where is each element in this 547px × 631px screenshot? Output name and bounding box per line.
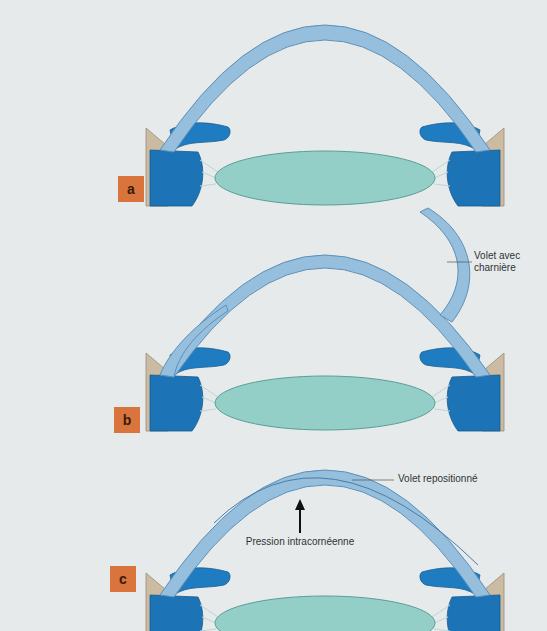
panel-c bbox=[146, 470, 504, 631]
flap-edge bbox=[160, 305, 228, 377]
panel-letter-box: c bbox=[110, 566, 136, 592]
panel-a bbox=[146, 25, 504, 206]
panel-letter: b bbox=[123, 413, 132, 427]
arrow-head bbox=[295, 499, 305, 510]
leader-line bbox=[447, 262, 472, 263]
panel-letter: c bbox=[119, 572, 127, 586]
pressure-arrow bbox=[299, 508, 301, 533]
panel-letter: a bbox=[127, 182, 135, 196]
panel-b bbox=[146, 255, 504, 431]
corneal-stroma bbox=[160, 255, 490, 377]
panel-letter-box: a bbox=[118, 176, 144, 202]
cornea bbox=[160, 25, 490, 152]
leader-line bbox=[352, 480, 394, 481]
cornea bbox=[160, 470, 490, 597]
callout-label: Volet avec charnière bbox=[472, 250, 544, 274]
callout-label: Pression intracornéenne bbox=[244, 536, 356, 548]
corneal-flap bbox=[420, 208, 470, 322]
flap-interface bbox=[214, 478, 478, 565]
panel-letter-box: b bbox=[114, 407, 140, 433]
callout-label: Volet repositionné bbox=[396, 473, 480, 485]
